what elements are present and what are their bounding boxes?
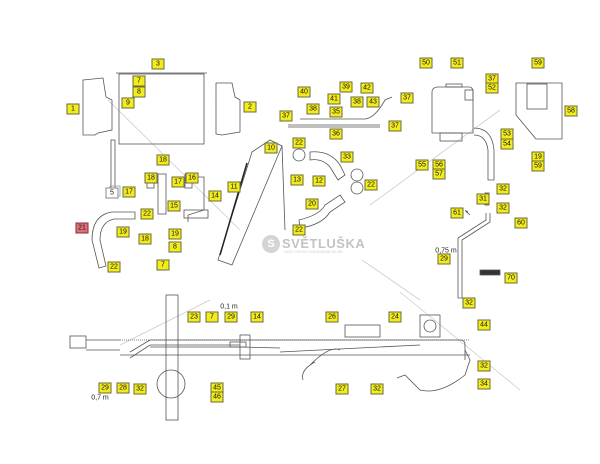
- part-number-label: 37: [400, 92, 414, 104]
- part-number-label: 17: [171, 176, 185, 188]
- part-number-label: 16: [185, 172, 199, 184]
- part-number-label: 31: [476, 193, 490, 205]
- part-number-label: 11: [227, 181, 241, 193]
- part-number-label: 22: [292, 137, 306, 149]
- part-number-label: 32: [496, 183, 510, 195]
- part-number-label: 22: [364, 179, 378, 191]
- part-number-label: 8: [168, 241, 182, 253]
- part-number-label: 7: [132, 75, 146, 87]
- part-number-label: 35: [329, 106, 343, 118]
- part-number-label: 5: [105, 187, 119, 199]
- part-number-label: 7: [205, 311, 219, 323]
- part-number-label: 32: [477, 360, 491, 372]
- part-number-label: 33: [340, 151, 354, 163]
- part-number-label: 36: [329, 128, 343, 140]
- dimension-text: 0,1 m: [220, 303, 238, 311]
- part-number-label: 32: [462, 297, 476, 309]
- part-number-label: 29: [437, 253, 451, 265]
- dimension-text: 0,7 m: [91, 394, 109, 402]
- part-number-label: 26: [325, 311, 339, 323]
- panel-58-drawing: [515, 82, 563, 140]
- pipes-35-36-drawing: [288, 96, 393, 128]
- intercooler-drawing: [82, 72, 241, 197]
- expansion-tank-drawing: [431, 83, 495, 181]
- part-number-label: 24: [388, 311, 402, 323]
- part-number-label: 57: [432, 168, 446, 180]
- guide-lines: [107, 99, 521, 391]
- part-number-label: 27: [335, 383, 349, 395]
- part-number-label: 18: [144, 172, 158, 184]
- part-number-label: 18: [156, 154, 170, 166]
- part-number-label: 21: [75, 222, 89, 234]
- part-number-label: 2: [243, 101, 257, 113]
- part-number-label: 22: [292, 224, 306, 236]
- part-number-label: 8: [132, 86, 146, 98]
- watermark-text: SVĚTLUŠKA: [282, 236, 366, 251]
- part-number-label: 9: [121, 97, 135, 109]
- cooler-core-drawing: [217, 139, 286, 266]
- part-number-label: 14: [250, 311, 264, 323]
- part-number-label: 19: [168, 228, 182, 240]
- part-number-label: 39: [339, 81, 353, 93]
- part-number-label: 54: [500, 138, 514, 150]
- part-number-label: 12: [312, 175, 326, 187]
- part-number-label: 22: [107, 261, 121, 273]
- part-number-label: 52: [485, 82, 499, 94]
- part-number-label: 14: [208, 190, 222, 202]
- part-number-label: 29: [224, 311, 238, 323]
- watermark-logo: S: [262, 235, 280, 253]
- part-number-label: 32: [496, 202, 510, 214]
- part-number-label: 13: [290, 174, 304, 186]
- part-number-label: 37: [279, 110, 293, 122]
- part-number-label: 18: [138, 233, 152, 245]
- part-number-label: 51: [450, 57, 464, 69]
- part-number-label: 46: [210, 391, 224, 403]
- part-number-label: 55: [415, 159, 429, 171]
- part-number-label: 38: [306, 103, 320, 115]
- part-number-label: 32: [370, 383, 384, 395]
- dimension-text: 0,75 m: [435, 247, 457, 255]
- part-number-label: 22: [140, 208, 154, 220]
- part-number-label: 29: [98, 382, 112, 394]
- part-number-label: 37: [388, 120, 402, 132]
- part-number-label: 50: [419, 57, 433, 69]
- part-number-label: 41: [327, 93, 341, 105]
- part-number-label: 42: [360, 82, 374, 94]
- part-number-label: 44: [477, 319, 491, 331]
- part-number-label: 61: [450, 207, 464, 219]
- part-number-label: 28: [116, 382, 130, 394]
- part-number-label: 7: [156, 259, 170, 271]
- chassis-drawing: [69, 294, 471, 421]
- part-number-label: 20: [305, 198, 319, 210]
- part-number-label: 59: [531, 57, 545, 69]
- part-number-label: 58: [564, 105, 578, 117]
- part-number-label: 59: [531, 160, 545, 172]
- part-number-label: 3: [151, 58, 165, 70]
- part-number-label: 43: [366, 96, 380, 108]
- part-number-label: 70: [504, 272, 518, 284]
- watermark-tagline: VAŠE CESTA K NÁHRADNÍM DÍLŮM: [284, 250, 343, 254]
- part-number-label: 23: [187, 311, 201, 323]
- part-number-label: 15: [167, 200, 181, 212]
- part-number-label: 19: [116, 226, 130, 238]
- part-number-label: 32: [133, 383, 147, 395]
- part-number-label: 40: [297, 86, 311, 98]
- part-number-label: 17: [122, 186, 136, 198]
- pipe-29-drawing: [457, 192, 501, 299]
- part-number-label: 34: [477, 378, 491, 390]
- hose-21-drawing: [91, 211, 136, 269]
- part-number-label: 1: [66, 103, 80, 115]
- part-number-label: 10: [264, 142, 278, 154]
- hoses-20-33-drawing: [292, 148, 364, 229]
- part-number-label: 60: [514, 217, 528, 229]
- part-number-label: 38: [350, 96, 364, 108]
